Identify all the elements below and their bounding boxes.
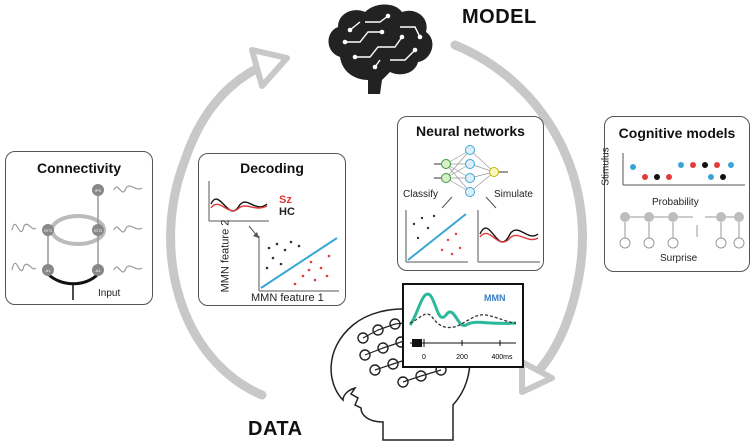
arrowhead-down — [519, 359, 555, 395]
mmn-label: MMN — [484, 293, 506, 303]
erp-inset: 0 200 400ms MMN — [402, 283, 524, 368]
neural-networks-title: Neural networks — [416, 123, 525, 139]
decoding-title: Decoding — [240, 160, 304, 176]
tick-0: 0 — [422, 354, 426, 361]
decoding-plots — [208, 181, 339, 292]
decoding-panel: Decoding Sz HC MMN feature 1 — [198, 153, 346, 306]
model-title: MODEL — [462, 6, 537, 28]
hc-legend: HC — [279, 206, 295, 218]
decision-boundary — [260, 237, 338, 289]
stimulus-label: Stimulus — [600, 147, 612, 186]
data-title: DATA — [248, 418, 303, 440]
brain-circuit-icon — [328, 4, 433, 94]
input-label: Input — [98, 288, 121, 299]
connectivity-panel: Connectivity IPS STG STG A1 A1 — [5, 151, 153, 305]
cognitive-models-panel: Cognitive models — [600, 116, 750, 272]
tick-200: 200 — [456, 354, 468, 361]
node-a1-left — [42, 264, 54, 276]
neural-network-icon — [405, 145, 540, 263]
mmn-teal-trace — [408, 292, 517, 328]
sz-legend: Sz — [279, 194, 292, 206]
node-label-stg-right: STG — [94, 228, 102, 233]
node-label-ips: IPS — [95, 188, 102, 193]
surprise-label: Surprise — [660, 253, 698, 264]
mmn-dashed-trace — [409, 313, 517, 329]
arc-model-to-data — [450, 40, 587, 383]
node-label-a1-right: A1 — [96, 268, 102, 273]
y-axis-label: MMN feature 2 — [219, 219, 232, 293]
node-ips — [92, 184, 104, 196]
node-stg-right — [92, 224, 104, 236]
x-axis-label: MMN feature 1 — [251, 292, 324, 304]
connectivity-graph: IPS STG STG A1 A1 — [11, 184, 143, 300]
cognitive-models-title: Cognitive models — [618, 125, 736, 141]
node-label-a1-left: A1 — [46, 268, 52, 273]
tick-400: 400ms — [491, 354, 513, 361]
sz-erp-trace — [210, 203, 268, 212]
erp-plot: 0 200 400ms — [408, 292, 517, 361]
node-label-stg-left: STG — [44, 228, 52, 233]
node-a1-right — [92, 264, 104, 276]
probability-label: Probability — [652, 197, 699, 208]
connectivity-title: Connectivity — [36, 160, 121, 176]
neural-networks-panel: Neural networks — [397, 116, 544, 271]
classify-label: Classify — [403, 189, 439, 200]
arc-data-to-model — [166, 63, 267, 400]
hc-erp-trace — [210, 198, 268, 212]
node-stg-left — [42, 224, 54, 236]
simulate-label: Simulate — [494, 189, 533, 200]
arrowhead-up — [249, 47, 290, 89]
cognitive-model-graphics — [619, 153, 745, 249]
